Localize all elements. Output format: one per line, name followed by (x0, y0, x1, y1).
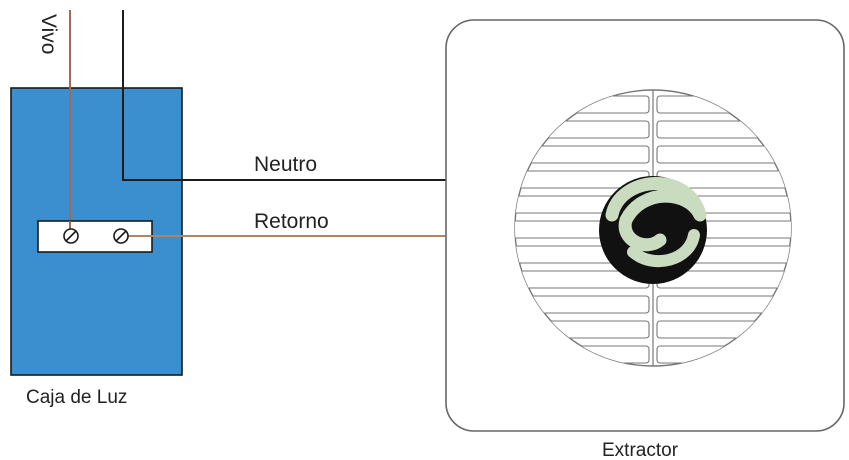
fan-logo-icon (599, 176, 707, 284)
grille-slat (656, 145, 791, 164)
label-vivo: Vivo (37, 14, 60, 54)
label-neutro: Neutro (254, 153, 317, 176)
screw-terminal-icon (113, 228, 129, 244)
grille-slat (515, 295, 650, 314)
grille-slat (515, 145, 650, 164)
screw-terminal-icon (63, 228, 79, 244)
neutral-wire (122, 10, 446, 181)
label-retorno: Retorno (254, 210, 329, 233)
grille-slat (656, 295, 791, 314)
label-extractor: Extractor (602, 440, 679, 460)
label-caja-de-luz: Caja de Luz (26, 387, 127, 408)
